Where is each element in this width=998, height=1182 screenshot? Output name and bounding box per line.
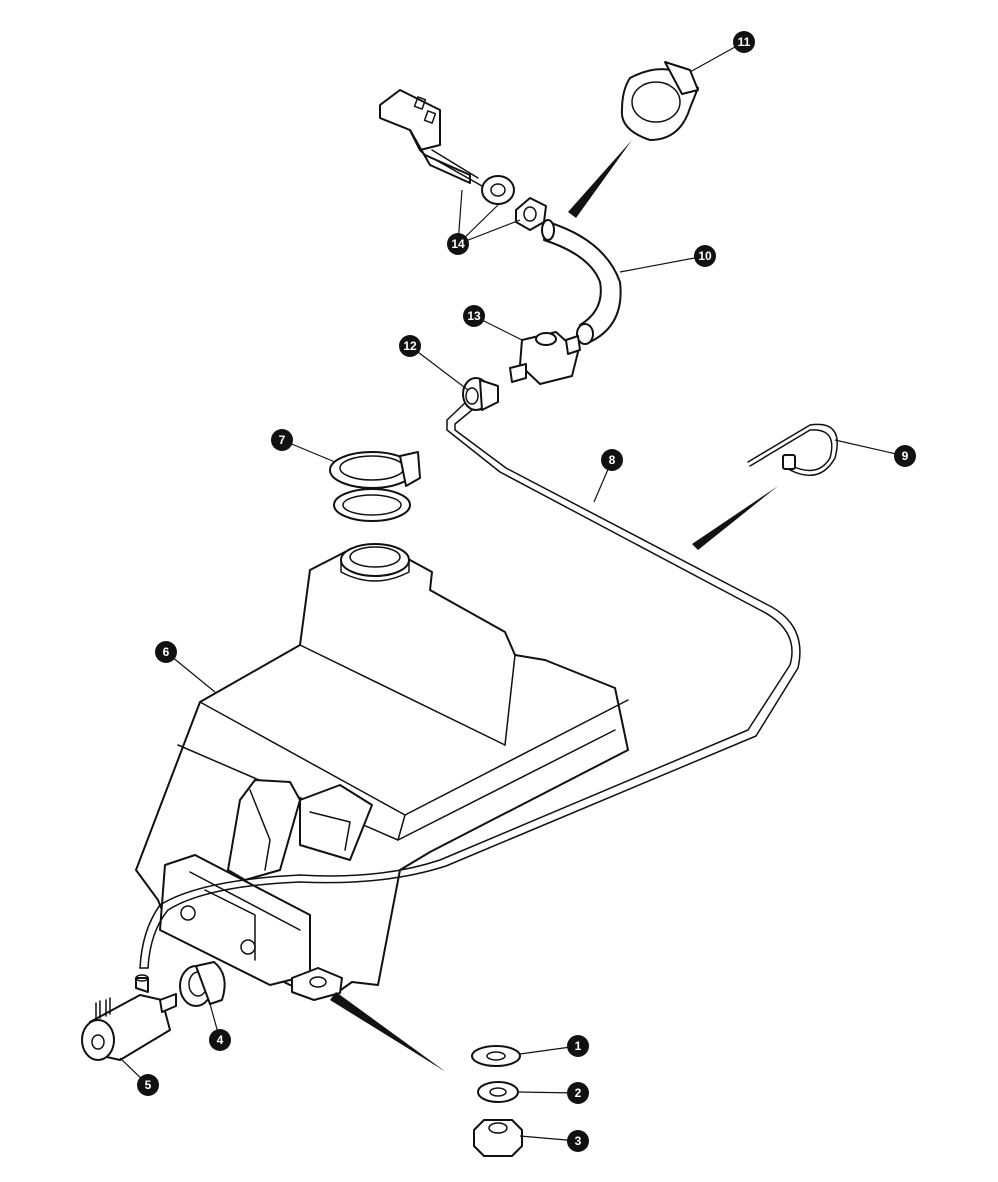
callout-8: 8 (601, 449, 623, 471)
filler-cap-drawing (329, 451, 421, 522)
callout-2: 2 (567, 1082, 589, 1104)
callout-9: 9 (894, 445, 916, 467)
hose-clip-drawing (620, 61, 699, 141)
callout-label: 10 (698, 249, 712, 263)
callout-label: 13 (467, 309, 481, 323)
callout-4: 4 (209, 1029, 231, 1051)
callout-3: 3 (567, 1130, 589, 1152)
callout-label: 8 (609, 453, 616, 467)
fluid-tube-drawing (139, 401, 801, 969)
callout-label: 9 (902, 449, 909, 463)
callout-label: 2 (575, 1086, 582, 1100)
callout-13: 13 (463, 305, 485, 327)
callout-label: 5 (145, 1078, 152, 1092)
valve-drawing (509, 331, 581, 385)
callout-11: 11 (733, 31, 755, 53)
callout-label: 12 (403, 339, 417, 353)
cable-tie-drawing (747, 423, 838, 477)
pointer-hose-clip (568, 140, 632, 218)
pointer-arrows (330, 140, 778, 1072)
jet-hardware-drawing (379, 89, 547, 231)
fastener-stack-drawing (471, 1045, 523, 1157)
grommet-drawing (179, 961, 226, 1007)
connector-drawing (462, 377, 499, 411)
pointer-fasteners (330, 992, 446, 1072)
rubber-hose-drawing (541, 219, 622, 345)
pointer-cable-tie (692, 486, 778, 550)
callout-14: 14 (447, 233, 469, 255)
callout-label: 4 (217, 1033, 224, 1047)
callout-6: 6 (155, 641, 177, 663)
callout-5: 5 (137, 1074, 159, 1096)
washer-pump-drawing (81, 974, 177, 1061)
callout-label: 1 (575, 1039, 582, 1053)
callout-label: 11 (738, 35, 751, 49)
callout-label: 3 (575, 1134, 582, 1148)
callout-12: 12 (399, 335, 421, 357)
callout-7: 7 (271, 429, 293, 451)
leader-lines (119, 41, 906, 1142)
callout-10: 10 (694, 245, 716, 267)
reservoir-tank-drawing (135, 543, 629, 1001)
callout-1: 1 (567, 1035, 589, 1057)
callout-label: 7 (279, 433, 286, 447)
callout-label: 6 (163, 645, 170, 659)
callout-label: 14 (451, 237, 465, 251)
